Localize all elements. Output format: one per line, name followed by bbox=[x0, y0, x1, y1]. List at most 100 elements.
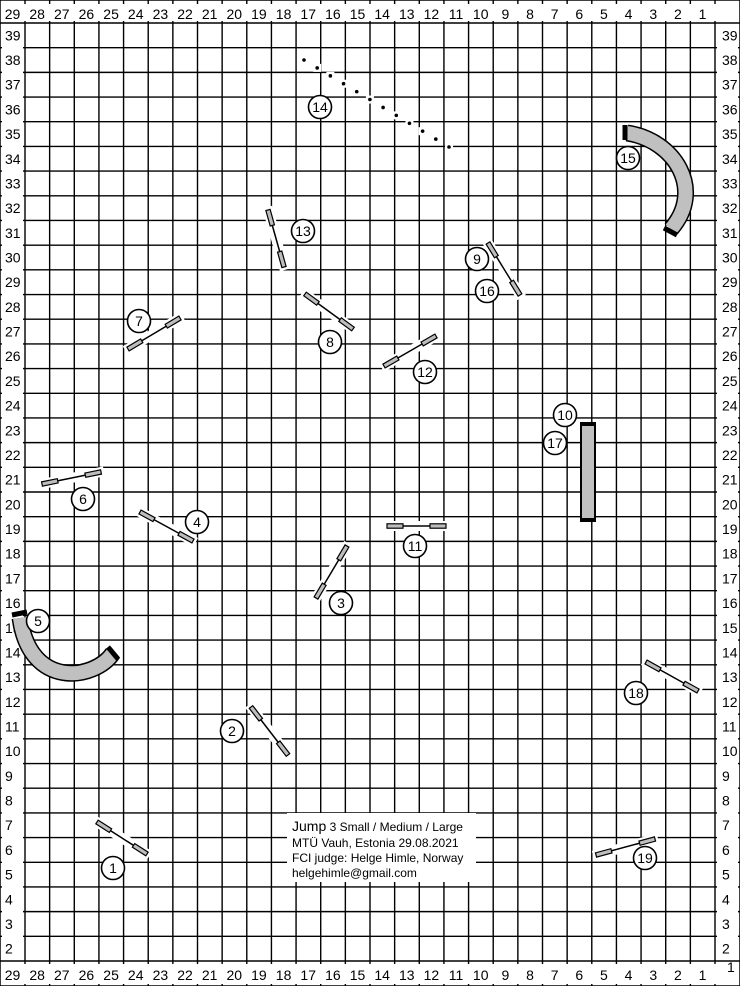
weave-pole bbox=[394, 113, 399, 118]
obstacle-number-label: 6 bbox=[79, 491, 87, 507]
column-label-top: 9 bbox=[501, 6, 509, 22]
weave-pole bbox=[354, 89, 359, 94]
jump-wing bbox=[336, 544, 350, 562]
tunnel-5 bbox=[11, 609, 121, 682]
row-label-right: 38 bbox=[722, 52, 738, 68]
weave-poles bbox=[300, 56, 453, 151]
row-label-left: 14 bbox=[5, 644, 21, 660]
row-label-left: 7 bbox=[5, 817, 13, 833]
column-label-top: 3 bbox=[649, 6, 657, 22]
row-label-left: 39 bbox=[5, 27, 21, 43]
column-label-bottom: 26 bbox=[79, 967, 95, 983]
row-label-left: 16 bbox=[5, 595, 21, 611]
column-label-bottom: 17 bbox=[300, 967, 316, 983]
row-label-left: 17 bbox=[5, 570, 21, 586]
column-label-bottom: 22 bbox=[177, 967, 193, 983]
column-label-top: 8 bbox=[526, 6, 534, 22]
row-label-left: 29 bbox=[5, 274, 21, 290]
column-label-top: 29 bbox=[5, 6, 21, 22]
jump-wing bbox=[164, 315, 182, 329]
obstacle-number-label: 1 bbox=[109, 860, 117, 876]
obstacle-number-19: 19 bbox=[632, 845, 658, 871]
jump-9 bbox=[482, 237, 526, 301]
obstacle-number-4: 4 bbox=[184, 509, 210, 535]
column-label-top: 10 bbox=[473, 6, 489, 22]
row-label-left: 19 bbox=[5, 521, 21, 537]
obstacle-number-18: 18 bbox=[623, 680, 649, 706]
obstacle-number-label: 15 bbox=[620, 150, 636, 166]
weave-pole bbox=[368, 97, 372, 102]
jump-wing bbox=[126, 338, 144, 352]
row-label-right: 20 bbox=[722, 496, 738, 512]
course-info-box: Jump 3 Small / Medium / Large MTÜ Vauh, … bbox=[287, 813, 476, 882]
row-label-left: 27 bbox=[5, 324, 21, 340]
jump-1 bbox=[91, 816, 153, 860]
jump-wing bbox=[420, 333, 438, 347]
column-label-top: 12 bbox=[424, 6, 440, 22]
row-label-left: 9 bbox=[5, 768, 13, 784]
column-label-bottom: 5 bbox=[600, 967, 608, 983]
obstacle-number-16: 16 bbox=[474, 278, 500, 304]
row-label-right: 27 bbox=[722, 324, 738, 340]
obstacle-number-label: 2 bbox=[228, 723, 236, 739]
obstacle-number-10: 10 bbox=[552, 402, 578, 428]
row-label-right: 8 bbox=[722, 793, 730, 809]
jump-19 bbox=[591, 833, 660, 861]
jump-wing bbox=[94, 819, 113, 834]
column-label-top: 17 bbox=[300, 6, 316, 22]
column-label-bottom: 29 bbox=[5, 967, 21, 983]
row-label-left: 26 bbox=[5, 348, 21, 364]
column-label-top: 11 bbox=[449, 6, 464, 22]
column-label-bottom: 1 bbox=[699, 967, 707, 983]
column-label-bottom: 6 bbox=[575, 967, 583, 983]
column-label-bottom: 3 bbox=[649, 967, 657, 983]
jump-wing bbox=[313, 582, 327, 600]
jump-wing bbox=[265, 208, 276, 227]
weave-pole bbox=[434, 137, 438, 141]
column-label-top: 21 bbox=[202, 6, 218, 22]
column-label-top: 18 bbox=[276, 6, 292, 22]
obstacle-number-label: 13 bbox=[295, 223, 311, 239]
jump-wing bbox=[302, 291, 321, 307]
obstacle-number-label: 9 bbox=[473, 251, 481, 267]
jump-wing bbox=[682, 680, 700, 694]
row-label-right: 1 bbox=[727, 959, 735, 975]
row-label-left: 4 bbox=[5, 891, 13, 907]
column-label-top: 22 bbox=[177, 6, 193, 22]
jumps bbox=[38, 205, 704, 861]
obstacle-number-3: 3 bbox=[328, 590, 354, 616]
column-label-top: 19 bbox=[251, 6, 267, 22]
obstacle-number-2: 2 bbox=[219, 718, 245, 744]
row-label-right: 7 bbox=[722, 817, 730, 833]
row-label-right: 33 bbox=[722, 175, 738, 191]
column-label-top: 4 bbox=[625, 6, 633, 22]
jump-6 bbox=[38, 466, 105, 490]
row-label-left: 2 bbox=[5, 941, 13, 957]
row-label-right: 25 bbox=[722, 373, 738, 389]
row-label-right: 28 bbox=[722, 299, 738, 315]
row-label-right: 6 bbox=[722, 842, 730, 858]
row-label-left: 21 bbox=[5, 472, 21, 488]
column-label-bottom: 4 bbox=[625, 967, 633, 983]
obstacle-number-13: 13 bbox=[290, 218, 316, 244]
column-label-bottom: 14 bbox=[374, 967, 390, 983]
obstacle-number-label: 5 bbox=[34, 613, 42, 629]
svg-text:Jump 3 Small / Medium / Large: Jump 3 Small / Medium / Large bbox=[292, 818, 463, 834]
column-label-bottom: 9 bbox=[501, 967, 509, 983]
jump-wing bbox=[138, 509, 156, 523]
obstacle-number-label: 11 bbox=[408, 538, 423, 554]
column-label-top: 15 bbox=[350, 6, 366, 22]
obstacle-number-7: 7 bbox=[126, 308, 152, 334]
obstacle-number-6: 6 bbox=[70, 486, 96, 512]
row-label-right: 39 bbox=[722, 27, 738, 43]
jump-12 bbox=[378, 330, 442, 372]
column-label-bottom: 16 bbox=[325, 967, 341, 983]
obstacle-number-1: 1 bbox=[100, 855, 126, 881]
obstacle-number-14: 14 bbox=[307, 94, 333, 120]
club-and-date: MTÜ Vauh, Estonia 29.08.2021 bbox=[292, 836, 459, 850]
row-label-left: 18 bbox=[5, 546, 21, 562]
jump-wing bbox=[644, 659, 662, 673]
row-label-right: 15 bbox=[722, 620, 738, 636]
obstacle-number-label: 8 bbox=[326, 334, 334, 350]
